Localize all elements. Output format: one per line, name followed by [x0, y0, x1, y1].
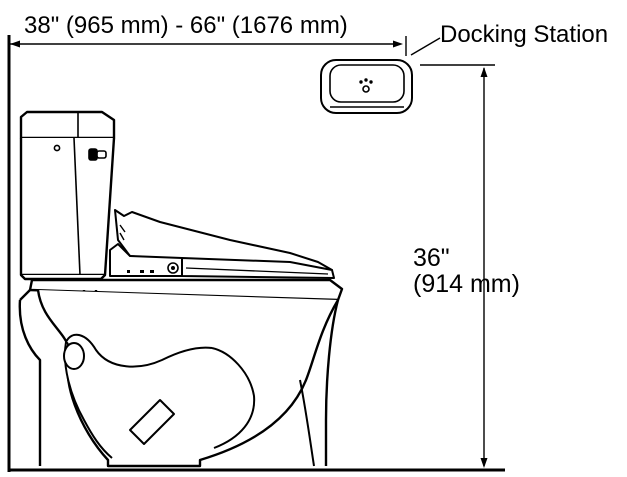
height-imperial-label: 36": [413, 244, 450, 272]
toilet-tank: [19, 110, 116, 281]
height-metric-label: (914 mm): [413, 270, 520, 298]
toilet-bowl: [18, 278, 344, 468]
docking-station: [320, 59, 413, 114]
docking-station-label: Docking Station: [440, 21, 609, 48]
wall-and-floor: [7, 35, 505, 472]
width-dimension-line: [10, 36, 407, 56]
docking-station-leader-line: [410, 37, 441, 56]
width-range-label: 38" (965 mm) - 66" (1676 mm): [24, 12, 348, 39]
bidet-seat: [109, 209, 335, 279]
height-dimension-line: [420, 64, 495, 468]
